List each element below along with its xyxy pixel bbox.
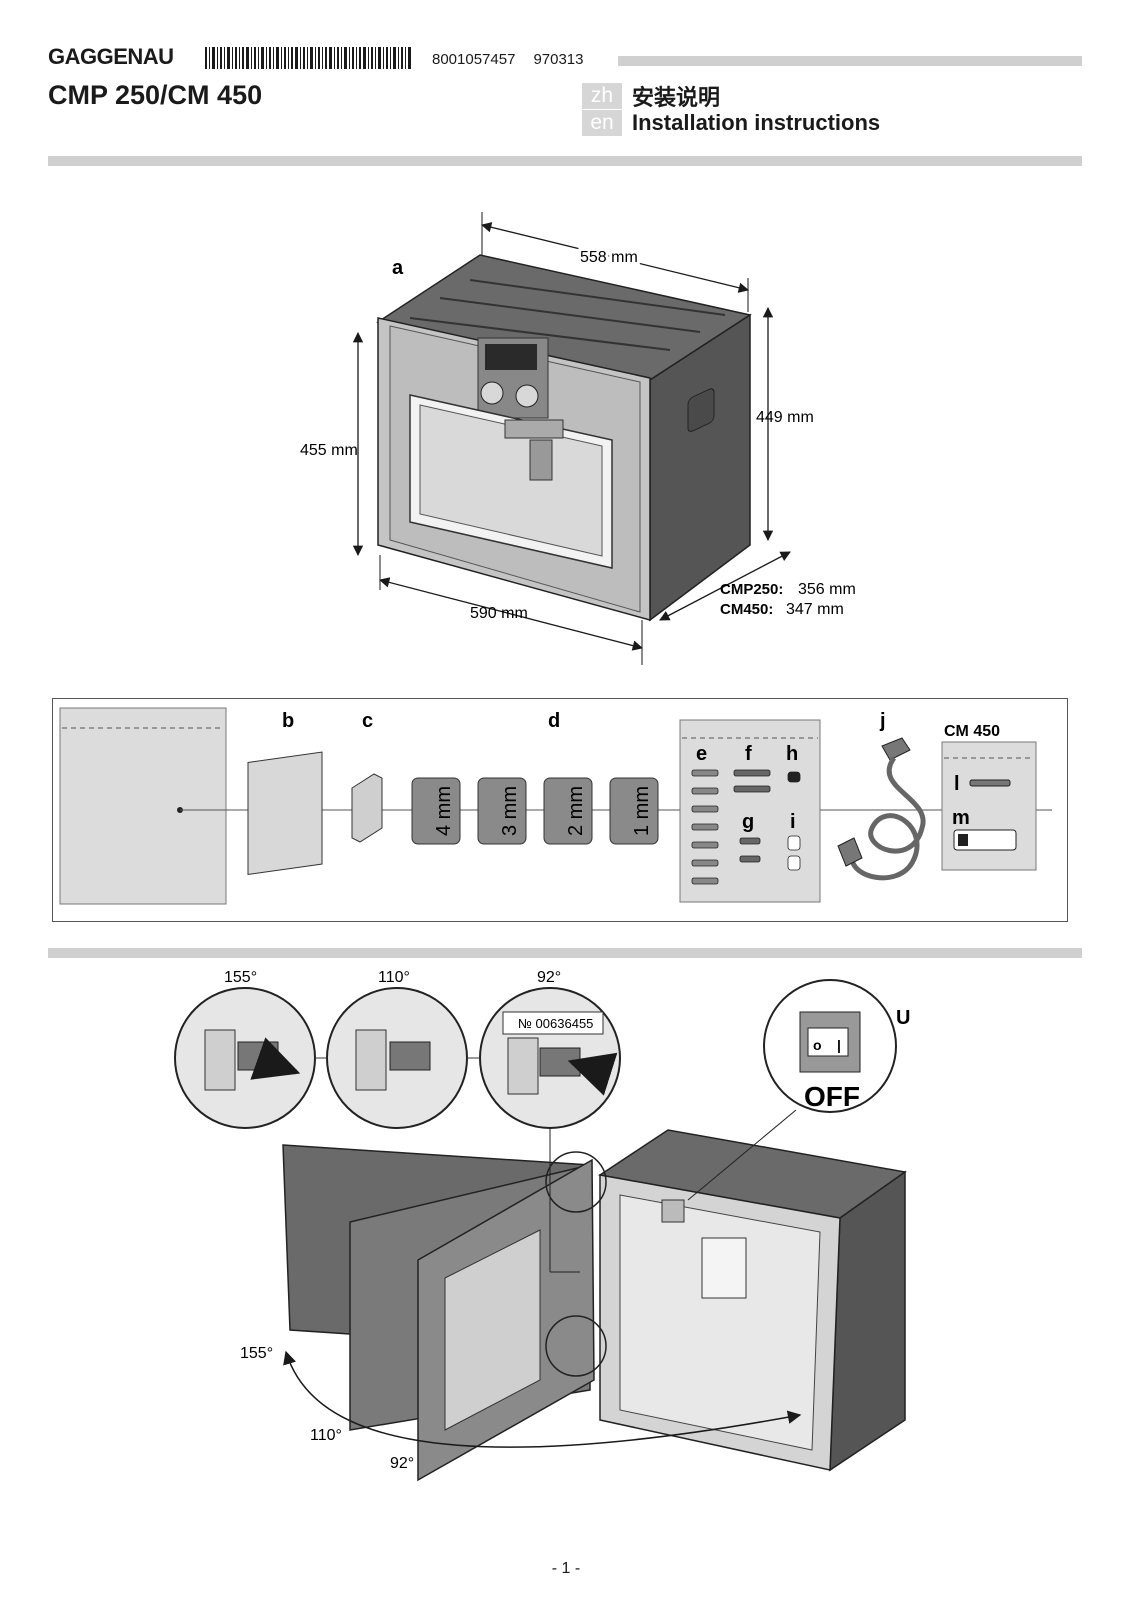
svg-text:o: o [813, 1037, 822, 1053]
hinge-detail-155 [174, 987, 316, 1129]
model-title: CMP 250/CM 450 [48, 80, 263, 110]
acc-label-h: h [786, 743, 798, 765]
dim-depth: 558 mm [580, 249, 638, 266]
detail-angle-155: 155° [224, 969, 257, 986]
dim-cm450-value: 347 mm [786, 601, 844, 618]
switch-off-label: OFF [804, 1081, 860, 1112]
header-bar [618, 56, 1082, 66]
lang-zh-tag: zh [582, 83, 622, 109]
hinge-diagram: 155° 110° 92° № 00636455 o | U OFF 155° … [174, 969, 910, 1482]
lang-en-title: Installation instructions [632, 110, 881, 135]
door-angle-155: 155° [240, 1345, 273, 1362]
article-codes: 8001057457 970313 [432, 51, 602, 68]
part-number: № 00636455 [518, 1016, 593, 1031]
page-number: - 1 - [551, 1560, 581, 1577]
date-code: 970313 [533, 51, 584, 68]
door-angle-92: 92° [390, 1455, 414, 1472]
switch-label-u: U [896, 1007, 910, 1029]
lang-en-tag: en [582, 110, 622, 136]
dim-height-left: 455 mm [300, 442, 358, 459]
acc-label-e: e [696, 743, 707, 765]
barcode [205, 47, 411, 69]
section-divider [48, 156, 1082, 166]
dimension-diagram: a 558 mm 558 mm 455 mm 449 mm 590 mm CMP… [300, 212, 856, 665]
door-angle-110: 110° [310, 1427, 342, 1444]
dim-height-right: 449 mm [756, 409, 814, 426]
brand-logo: GAGGENAU [48, 44, 174, 69]
article-number: 8001057457 [432, 51, 516, 68]
accessories-diagram: b c d 4 mm 3 mm 2 mm 1 mm e f h g i j CM… [59, 707, 1052, 905]
dim-cm450-label: CM450: [720, 601, 773, 618]
acc-label-c: c [362, 710, 373, 732]
accessories-box [52, 698, 1068, 922]
svg-text:|: | [837, 1037, 841, 1053]
dim-cmp250-label: CMP250: [720, 581, 783, 598]
dim-width: 590 mm [470, 605, 528, 622]
acc-label-d: d [548, 710, 560, 732]
acc-cm450-title: CM 450 [944, 723, 1000, 740]
spacer-4mm: 4 mm [433, 786, 455, 836]
acc-label-m: m [952, 807, 970, 829]
acc-label-b: b [282, 710, 294, 732]
spacer-2mm: 2 mm [565, 786, 587, 836]
acc-label-j: j [879, 710, 886, 732]
lang-zh-title: 安装说明 [632, 85, 721, 110]
acc-label-f: f [745, 743, 752, 765]
lang-en: en Installation instructions [582, 110, 880, 136]
hinge-detail-110 [326, 987, 468, 1129]
hinge-detail-92 [479, 987, 621, 1129]
detail-angle-92: 92° [537, 969, 561, 986]
section-divider-2 [48, 948, 1082, 958]
acc-label-g: g [742, 811, 754, 833]
power-switch-detail: o | [763, 979, 897, 1113]
acc-label-i: i [790, 811, 796, 833]
spacer-3mm: 3 mm [499, 786, 521, 836]
detail-angle-110: 110° [378, 969, 410, 986]
spacer-1mm: 1 mm [631, 786, 653, 836]
dim-label-a: a [392, 257, 404, 279]
lang-zh: zh 安装说明 [582, 80, 720, 112]
dim-depth-bg: 558 mm [580, 249, 638, 266]
spacer-set: 4 mm 3 mm 2 mm 1 mm [411, 777, 659, 845]
dim-cmp250-value: 356 mm [798, 581, 856, 598]
acc-label-l: l [954, 773, 960, 795]
